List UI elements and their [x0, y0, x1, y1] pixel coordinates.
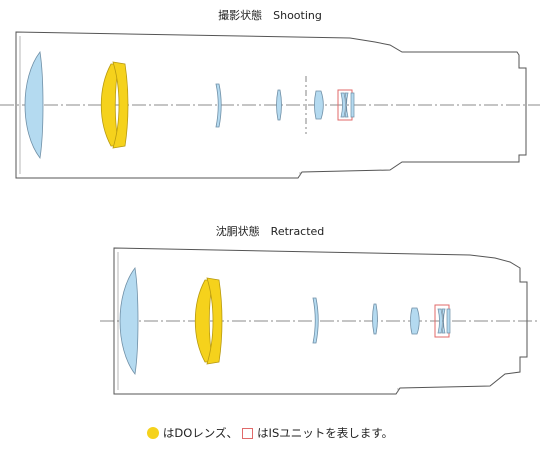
- red-square-outline-icon: [242, 427, 254, 439]
- shooting-lens-barrel-outline: [15, 31, 527, 179]
- shooting-lens-group-5: [314, 90, 324, 120]
- yellow-circle-icon: [146, 427, 159, 439]
- legend-is-unit-text: はISユニットを表します。: [257, 426, 394, 440]
- shooting-barrel-inner-line: [19, 36, 301, 176]
- shooting-do-lens: [100, 61, 129, 149]
- shooting-lens-element-3: [215, 83, 222, 128]
- retracted-lens-element-4: [372, 303, 378, 335]
- retracted-barrel-inner-line: [117, 252, 399, 392]
- shooting-is-unit-elements: [340, 92, 355, 118]
- retracted-lens-group-5: [410, 307, 420, 335]
- retracted-is-unit-elements: [437, 308, 451, 334]
- retracted-caption: 沈胴状態 Retracted: [215, 225, 325, 238]
- retracted-do-lens-rear-element: [206, 277, 223, 365]
- legend-do-lens-text: はDOレンズ、: [162, 426, 239, 440]
- shooting-do-lens-rear-element: [112, 61, 129, 149]
- shooting-caption: 撮影状態 Shooting: [218, 9, 322, 22]
- retracted-lens-diagram: [100, 247, 540, 395]
- retracted-front-lens: [119, 267, 139, 375]
- retracted-lens-element-3: [312, 297, 319, 344]
- retracted-do-lens: [194, 277, 223, 365]
- shooting-front-lens: [24, 51, 44, 159]
- shooting-lens-diagram: [0, 31, 540, 179]
- legend: はDOレンズ、 はISユニットを表します。: [0, 426, 540, 440]
- shooting-lens-element-4: [276, 89, 282, 121]
